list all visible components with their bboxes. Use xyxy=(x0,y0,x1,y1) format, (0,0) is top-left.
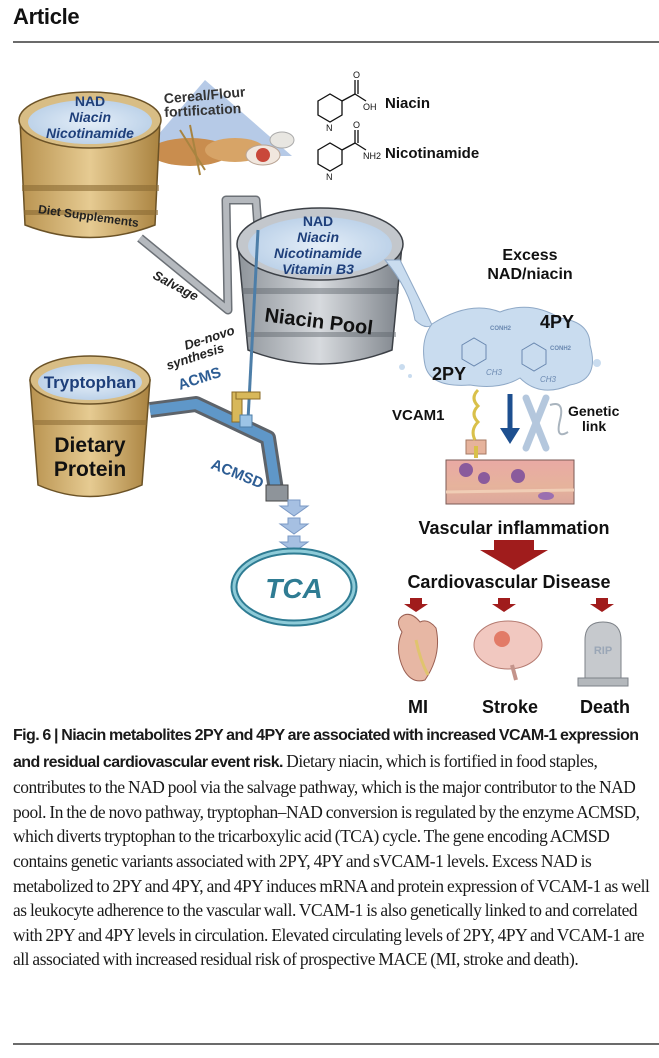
pool-text-nicotinamide: Nicotinamide xyxy=(274,245,362,261)
tca-label: TCA xyxy=(265,573,323,604)
nicotinamide-label: Nicotinamide xyxy=(385,145,479,162)
outcome-label-mi: MI xyxy=(408,697,428,717)
niacin-oh: OH xyxy=(363,102,377,112)
nicotinamide-nh2: NH2 xyxy=(363,151,381,161)
big-down-arrow-icon xyxy=(480,540,548,570)
supplement-tub-text-niacin: Niacin xyxy=(69,109,111,125)
supplement-tub-text-nad: NAD xyxy=(75,93,105,109)
food-pyramid-illustration xyxy=(140,80,295,176)
salvage-pipe xyxy=(137,195,263,315)
down-arrow-icon xyxy=(500,394,520,444)
niacin-label: Niacin xyxy=(385,95,430,112)
diet-supplements-tub xyxy=(18,91,162,239)
acmsd-label: ACMSD xyxy=(209,456,267,492)
rip-engraving: RIP xyxy=(594,645,612,657)
genetic-link-label-2: link xyxy=(582,418,606,434)
figure-6-diagram: Cereal/Flour fortification NAD Niacin Ni… xyxy=(0,60,659,720)
tombstone-icon xyxy=(577,621,629,687)
vascular-inflammation-label: Vascular inflammation xyxy=(418,518,609,538)
twopy-conh2: CONH2 xyxy=(490,326,512,332)
pool-text-vitamin-b3: Vitamin B3 xyxy=(282,261,354,277)
acms-label: ACMS xyxy=(176,364,223,394)
genetic-link-label: Genetic xyxy=(568,403,620,419)
tca-arrows xyxy=(278,499,310,553)
niacin-nitrogen: N xyxy=(326,123,333,133)
caption-body: Dietary niacin, which is fortified in fo… xyxy=(13,750,650,970)
chromosome-icon xyxy=(522,394,569,452)
dietary-protein-label: Dietary xyxy=(54,434,126,457)
fortification-label: Cereal/Flour xyxy=(163,83,246,106)
tca-cycle-icon xyxy=(230,547,358,627)
twopy-label: 2PY xyxy=(432,364,466,384)
fourpy-label: 4PY xyxy=(540,312,574,332)
caption-lead: Fig. 6 | Niacin metabolites 2PY and 4PY … xyxy=(13,727,639,771)
metabolite-splash xyxy=(399,306,601,391)
nicotinamide-oxygen: O xyxy=(353,120,360,130)
vascular-wall-illustration xyxy=(445,459,575,505)
niacin-structure xyxy=(317,80,367,123)
fortification-label-2: fortification xyxy=(164,100,242,120)
outcome-arrows xyxy=(404,598,614,612)
niacin-pool-tub xyxy=(236,207,433,365)
dietary-protein-tub xyxy=(29,355,151,498)
twopy-ch3: CH3 xyxy=(486,368,503,377)
excess-label-2: NAD/niacin xyxy=(487,266,572,283)
tryptophan-label: Tryptophan xyxy=(44,373,137,392)
cvd-label: Cardiovascular Disease xyxy=(407,572,610,592)
denovo-pipe xyxy=(148,229,289,502)
heart-icon xyxy=(398,613,439,682)
header-divider xyxy=(13,41,659,43)
nicotinamide-nitrogen: N xyxy=(326,172,333,182)
outcome-label-stroke: Stroke xyxy=(482,697,538,717)
excess-label: Excess xyxy=(502,247,557,264)
fourpy-ch3: CH3 xyxy=(540,375,557,384)
figure-caption: Fig. 6 | Niacin metabolites 2PY and 4PY … xyxy=(13,722,653,972)
nicotinamide-structure xyxy=(317,130,367,172)
dietary-protein-label-2: Protein xyxy=(54,458,126,481)
brain-icon xyxy=(473,620,543,681)
pool-text-niacin: Niacin xyxy=(297,229,339,245)
vcam1-receptor-icon xyxy=(465,388,487,458)
footer-divider xyxy=(13,1043,659,1045)
fourpy-conh2: CONH2 xyxy=(550,346,572,352)
outcome-label-death: Death xyxy=(580,697,630,717)
supplement-tub-text-nicotinamide: Nicotinamide xyxy=(46,125,134,141)
pool-text-nad: NAD xyxy=(303,213,333,229)
article-header-title: Article xyxy=(13,4,80,29)
niacin-oxygen: O xyxy=(353,70,360,80)
vcam1-label: VCAM1 xyxy=(392,407,445,424)
